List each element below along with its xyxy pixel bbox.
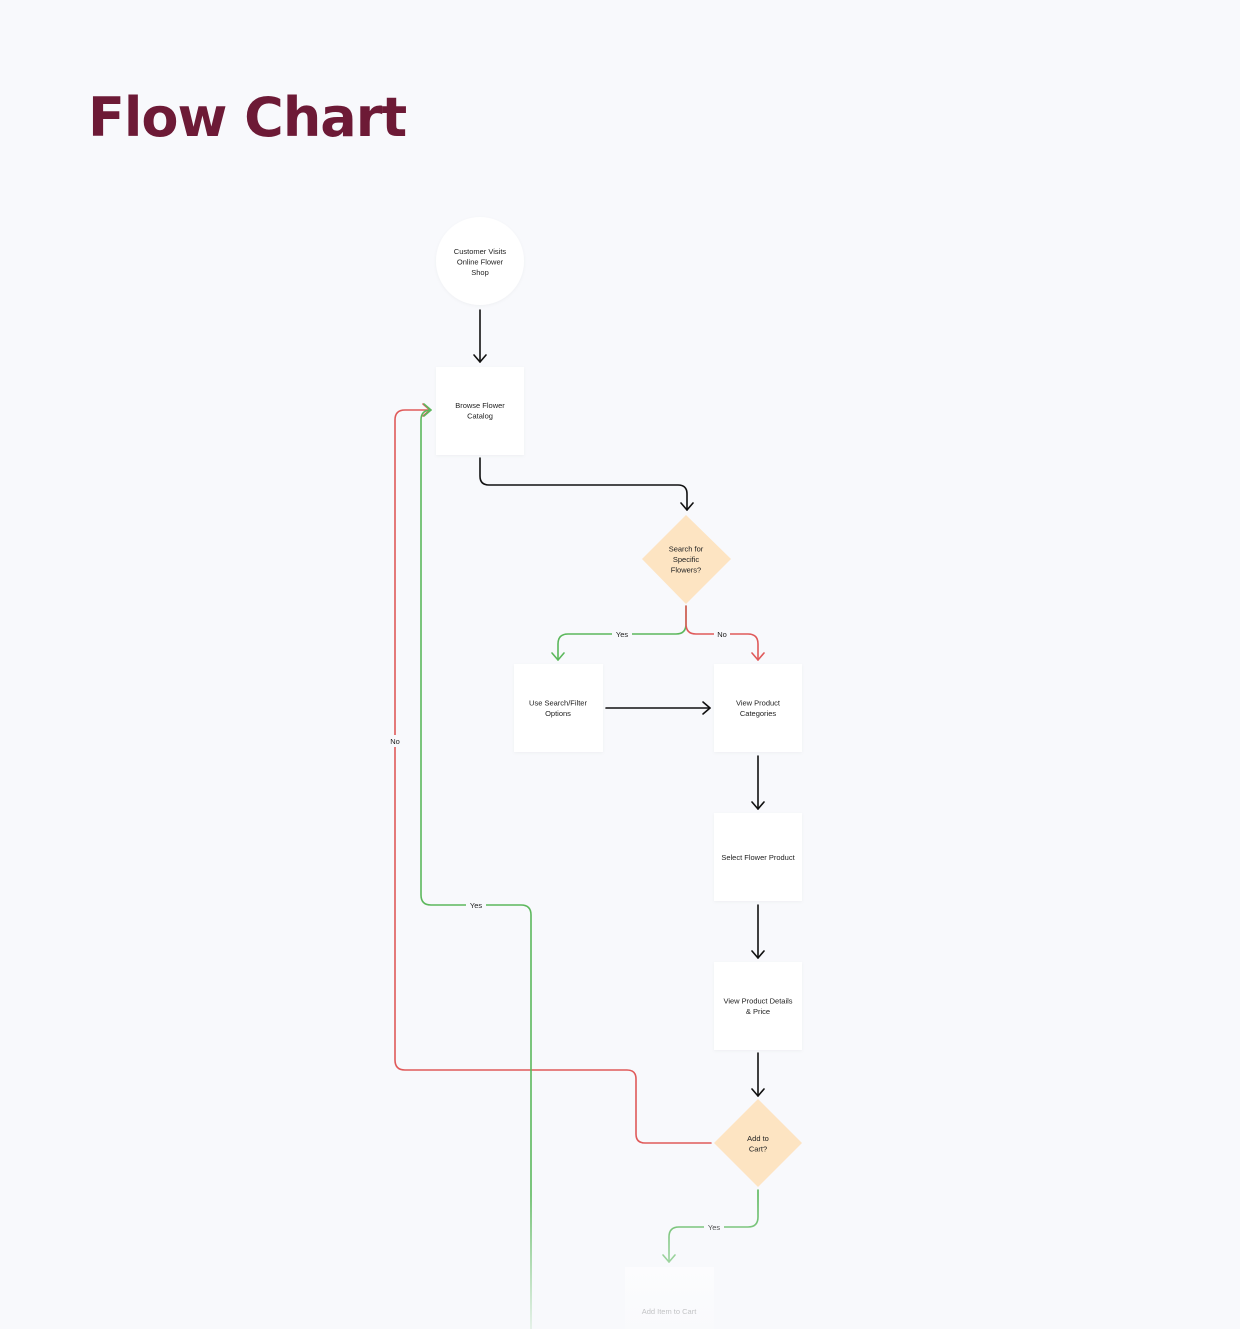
- svg-text:Categories: Categories: [740, 709, 777, 718]
- edge-select-to-details: [751, 904, 765, 959]
- svg-text:Flowers?: Flowers?: [671, 566, 701, 575]
- edge-label-search-no: No: [714, 628, 730, 640]
- svg-text:Yes: Yes: [708, 1223, 720, 1232]
- node-product-categories: View Product Categories: [714, 664, 802, 752]
- svg-text:Search for: Search for: [669, 545, 704, 554]
- edge-browse-to-search: [479, 457, 694, 511]
- svg-text:Yes: Yes: [470, 901, 482, 910]
- node-browse-catalog: Browse Flower Catalog: [436, 367, 524, 455]
- node-product-details: View Product Details & Price: [714, 962, 802, 1050]
- edge-yes-loop: [420, 403, 532, 1329]
- edge-start-to-browse: [473, 309, 487, 363]
- svg-text:Yes: Yes: [616, 630, 628, 639]
- svg-text:Shop: Shop: [471, 268, 489, 277]
- svg-text:Options: Options: [545, 709, 571, 718]
- edge-categories-to-select: [751, 755, 765, 810]
- svg-text:No: No: [717, 630, 727, 639]
- node-search-decision: Search for Specific Flowers?: [642, 515, 731, 604]
- svg-text:Use Search/Filter: Use Search/Filter: [529, 699, 587, 708]
- node-start: Customer Visits Online Flower Shop: [436, 217, 524, 305]
- edge-label-cart-no: No: [387, 735, 403, 747]
- svg-text:View Product: View Product: [736, 699, 781, 708]
- edge-label-search-yes: Yes: [612, 628, 632, 640]
- node-add-item: Add Item to Cart: [625, 1267, 714, 1329]
- edge-filter-to-categories: [605, 701, 711, 715]
- node-search-filter: Use Search/Filter Options: [514, 664, 603, 752]
- svg-text:No: No: [390, 737, 400, 746]
- edge-cart-no-loop: [394, 403, 712, 1144]
- svg-text:Add Item to Cart: Add Item to Cart: [642, 1307, 698, 1316]
- edge-details-to-cart: [751, 1052, 765, 1097]
- svg-text:& Price: & Price: [746, 1007, 770, 1016]
- svg-text:Specific: Specific: [673, 555, 700, 564]
- edge-label-cart-yes: Yes: [704, 1221, 724, 1233]
- svg-text:Online Flower: Online Flower: [457, 258, 504, 267]
- edge-label-loop-yes: Yes: [466, 899, 486, 911]
- svg-text:Catalog: Catalog: [467, 412, 493, 421]
- node-cart-decision: Add to Cart?: [714, 1099, 802, 1187]
- svg-text:Cart?: Cart?: [749, 1145, 767, 1154]
- svg-text:Browse Flower: Browse Flower: [455, 401, 505, 410]
- node-select-product: Select Flower Product: [714, 813, 802, 901]
- svg-text:Add to: Add to: [747, 1134, 769, 1143]
- svg-text:Select Flower Product: Select Flower Product: [721, 853, 795, 862]
- svg-text:View Product Details: View Product Details: [723, 997, 792, 1006]
- svg-text:Customer Visits: Customer Visits: [454, 247, 507, 256]
- page-title: Flow Chart: [88, 86, 407, 149]
